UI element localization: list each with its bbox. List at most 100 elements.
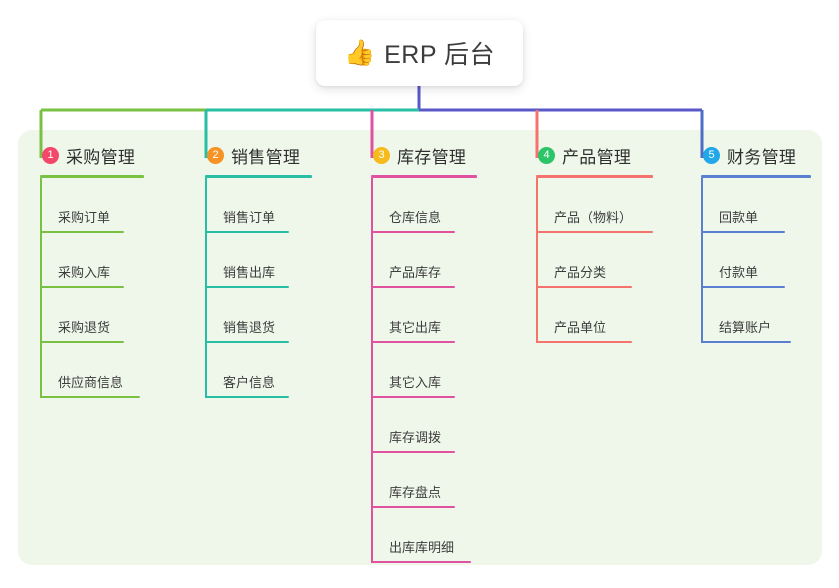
branch-item-label: 产品库存 — [389, 265, 442, 280]
branch-badge-4: 4 — [538, 146, 555, 164]
branch-spine — [701, 178, 703, 343]
branch-item[interactable]: 采购退货 — [40, 288, 190, 343]
branch-header-1[interactable]: 1 采购管理 — [40, 142, 190, 168]
branch-item-underline — [371, 396, 455, 398]
branch-item-label: 库存盘点 — [389, 485, 442, 500]
branch-item-label: 出库库明细 — [389, 540, 455, 555]
branches-panel — [18, 130, 822, 565]
branch-item-underline — [371, 341, 455, 343]
branch-title: 销售管理 — [231, 147, 301, 167]
branch-item-underline — [701, 231, 785, 233]
branch-item-underline — [40, 396, 140, 398]
branch-item-label: 采购入库 — [58, 265, 111, 280]
branch-underline — [205, 175, 312, 178]
branch-item[interactable]: 采购订单 — [40, 178, 190, 233]
branch-header-3[interactable]: 3 库存管理 — [371, 142, 531, 168]
branch-item-underline — [205, 396, 289, 398]
branch-underline — [701, 175, 811, 178]
branch-item-underline — [371, 286, 455, 288]
branch-item[interactable]: 仓库信息 — [371, 178, 531, 233]
branch-item[interactable]: 其它入库 — [371, 343, 531, 398]
branch-item-label: 库存调拨 — [389, 430, 442, 445]
branch-item-underline — [371, 231, 455, 233]
branch-badge-5: 5 — [703, 146, 720, 164]
branch-spine — [536, 178, 538, 343]
branch-item[interactable]: 供应商信息 — [40, 343, 190, 398]
branch-item-label: 其它出库 — [389, 320, 442, 335]
branch-item-label: 产品分类 — [554, 265, 607, 280]
branch-item-underline — [205, 286, 289, 288]
branch-spine — [205, 178, 207, 398]
branch-item-underline — [205, 341, 289, 343]
branch-item-label: 销售退货 — [223, 320, 276, 335]
thumbs-up-icon: 👍 — [343, 38, 376, 67]
branch-column-4: 4 产品管理产品（物料） 产品分类产品单位 — [536, 142, 706, 343]
branch-column-1: 1 采购管理采购订单采购入库采购退货供应商信息 — [40, 142, 190, 398]
branch-badge-1: 1 — [42, 146, 59, 164]
branch-column-3: 3 库存管理仓库信息产品库存其它出库其它入库库存调拨库存盘点出库库明细 — [371, 142, 531, 563]
branch-children: 仓库信息产品库存其它出库其它入库库存调拨库存盘点出库库明细 — [371, 178, 531, 563]
branch-item-label: 其它入库 — [389, 375, 442, 390]
branch-item[interactable]: 产品分类 — [536, 233, 706, 288]
branch-item-label: 仓库信息 — [389, 210, 442, 225]
branch-item-underline — [536, 286, 632, 288]
branch-item[interactable]: 销售出库 — [205, 233, 355, 288]
branch-item[interactable]: 产品（物料） — [536, 178, 706, 233]
branch-item-label: 产品单位 — [554, 320, 607, 335]
branch-item[interactable]: 库存调拨 — [371, 398, 531, 453]
branch-header-2[interactable]: 2 销售管理 — [205, 142, 355, 168]
branch-underline — [40, 175, 144, 178]
branch-item[interactable]: 其它出库 — [371, 288, 531, 343]
branch-item-underline — [701, 286, 785, 288]
branch-item-underline — [701, 341, 791, 343]
branch-item-label: 销售出库 — [223, 265, 276, 280]
branch-spine — [40, 178, 42, 398]
branch-title: 财务管理 — [727, 147, 797, 167]
branch-column-2: 2 销售管理销售订单销售出库销售退货客户信息 — [205, 142, 355, 398]
branch-item-label: 销售订单 — [223, 210, 276, 225]
branch-title: 产品管理 — [562, 147, 632, 167]
branch-item[interactable]: 客户信息 — [205, 343, 355, 398]
branch-header-4[interactable]: 4 产品管理 — [536, 142, 706, 168]
branch-column-5: 5 财务管理回款单付款单结算账户 — [701, 142, 839, 343]
branch-children: 销售订单销售出库销售退货客户信息 — [205, 178, 355, 398]
branch-item-underline — [371, 506, 455, 508]
branch-item[interactable]: 产品库存 — [371, 233, 531, 288]
branch-item-underline — [371, 451, 455, 453]
branch-header-5[interactable]: 5 财务管理 — [701, 142, 839, 168]
branch-children: 回款单付款单结算账户 — [701, 178, 839, 343]
branch-item-label: 客户信息 — [223, 375, 276, 390]
branch-item-label: 采购订单 — [58, 210, 111, 225]
branch-item-label: 回款单 — [719, 210, 759, 225]
branch-item[interactable]: 产品单位 — [536, 288, 706, 343]
branch-item[interactable]: 库存盘点 — [371, 453, 531, 508]
branch-children: 产品（物料） 产品分类产品单位 — [536, 178, 706, 343]
branch-badge-2: 2 — [207, 146, 224, 164]
root-node[interactable]: 👍 ERP 后台 — [316, 20, 523, 86]
branch-item[interactable]: 销售订单 — [205, 178, 355, 233]
branch-spine — [371, 178, 373, 563]
branch-item-label: 产品（物料） — [554, 210, 633, 225]
branch-item-label: 付款单 — [719, 265, 759, 280]
branch-item-underline — [40, 341, 124, 343]
branch-item[interactable]: 销售退货 — [205, 288, 355, 343]
branch-underline — [371, 175, 477, 178]
branch-badge-3: 3 — [373, 146, 390, 164]
branch-item-underline — [205, 231, 289, 233]
branch-item-label: 供应商信息 — [58, 375, 124, 390]
branch-children: 采购订单采购入库采购退货供应商信息 — [40, 178, 190, 398]
branch-item-underline — [536, 231, 653, 233]
branch-title: 采购管理 — [66, 147, 136, 167]
branch-item[interactable]: 结算账户 — [701, 288, 839, 343]
branch-item-label: 采购退货 — [58, 320, 111, 335]
branch-item[interactable]: 采购入库 — [40, 233, 190, 288]
branch-item-label: 结算账户 — [719, 320, 772, 335]
branch-item[interactable]: 付款单 — [701, 233, 839, 288]
branch-item[interactable]: 回款单 — [701, 178, 839, 233]
root-title: ERP 后台 — [384, 41, 496, 69]
branch-title: 库存管理 — [397, 147, 467, 167]
branch-item-underline — [371, 561, 471, 563]
branch-item[interactable]: 出库库明细 — [371, 508, 531, 563]
